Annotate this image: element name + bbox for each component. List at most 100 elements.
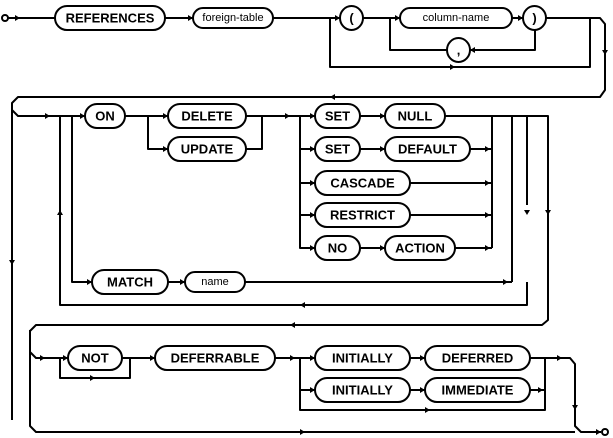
arrow-icon — [150, 355, 155, 361]
arrow-icon — [285, 113, 290, 119]
arrow-icon — [425, 407, 430, 413]
arrow-icon — [80, 113, 85, 119]
connector-line — [329, 18, 591, 68]
box-label: IMMEDIATE — [442, 383, 514, 398]
box-label: SET — [325, 109, 350, 124]
terminal-cascade: CASCADE — [314, 170, 411, 196]
arrow-icon — [485, 146, 490, 152]
arrow-icon — [310, 387, 315, 393]
connector-line — [29, 351, 68, 359]
box-label: DEFERRED — [442, 351, 514, 366]
arrow-icon — [310, 355, 315, 361]
arrow-icon — [310, 245, 315, 251]
arrow-icon — [380, 146, 385, 152]
terminal-initially2: INITIALLY — [314, 377, 411, 403]
arrow-icon — [310, 113, 315, 119]
terminal-restrict: RESTRICT — [314, 202, 411, 228]
arrow-icon — [188, 15, 193, 21]
arrow-icon — [9, 260, 15, 265]
arrow-icon — [15, 15, 20, 21]
box-label: NO — [328, 241, 348, 256]
arrow-icon — [518, 15, 523, 21]
arrow-icon — [602, 50, 608, 55]
arrow-icon — [163, 146, 168, 152]
box-label: , — [457, 43, 461, 58]
box-label: DEFAULT — [398, 142, 457, 157]
terminal-action: ACTION — [384, 235, 456, 261]
terminal-deferred: DEFERRED — [424, 345, 531, 371]
arrow-icon — [380, 113, 385, 119]
box-label: column-name — [423, 12, 490, 24]
arrow-icon — [450, 64, 455, 70]
arrow-icon — [335, 15, 340, 21]
connector-line — [11, 17, 606, 420]
terminal-delete: DELETE — [167, 103, 247, 129]
arrow-icon — [470, 47, 475, 53]
terminal-set1: SET — [314, 103, 361, 129]
arrow-icon — [524, 210, 530, 215]
connector-line — [492, 115, 513, 282]
arrow-icon — [90, 375, 95, 381]
arrow-icon — [180, 279, 185, 285]
arrow-icon — [300, 429, 305, 435]
arrow-icon — [503, 279, 508, 285]
arrow-icon — [395, 15, 400, 21]
box-label: ( — [349, 11, 354, 26]
arrow-icon — [596, 429, 601, 435]
arrow-icon — [380, 245, 385, 251]
arrow-icon — [87, 279, 92, 285]
arrow-icon — [485, 212, 490, 218]
arrow-icon — [557, 355, 562, 361]
arrow-icon — [485, 180, 490, 186]
terminal-set2: SET — [314, 136, 361, 162]
box-label: RESTRICT — [330, 208, 395, 223]
box-label: INITIALLY — [332, 351, 393, 366]
terminal-immediate: IMMEDIATE — [424, 377, 531, 403]
arrow-icon — [545, 210, 551, 215]
box-label: NULL — [398, 109, 433, 124]
arrow-icon — [40, 355, 45, 361]
connector-line — [29, 330, 575, 433]
arrow-icon — [485, 245, 490, 251]
terminal-update: UPDATE — [167, 136, 247, 162]
terminal-match: MATCH — [91, 269, 169, 295]
arrow-icon — [45, 113, 50, 119]
box-label: REFERENCES — [66, 11, 155, 26]
terminal-on: ON — [84, 103, 126, 129]
box-label: ) — [532, 11, 536, 26]
arrow-icon — [310, 180, 315, 186]
connector-line — [512, 115, 528, 205]
start-icon — [1, 14, 9, 22]
connector-line — [71, 116, 92, 283]
box-label: DEFERRABLE — [171, 351, 260, 366]
terminal-default: DEFAULT — [384, 136, 471, 162]
box-label: ACTION — [395, 241, 445, 256]
arrow-icon — [330, 94, 335, 100]
terminal-open-paren: ( — [339, 5, 364, 31]
arrow-icon — [57, 210, 63, 215]
connector-line — [246, 115, 263, 150]
box-label: foreign-table — [202, 12, 263, 24]
connector-line — [11, 109, 85, 117]
nonterminal-name: name — [184, 271, 246, 293]
arrow-icon — [310, 212, 315, 218]
end-icon — [601, 428, 609, 436]
box-label: CASCADE — [330, 176, 395, 191]
connector-line — [147, 116, 168, 150]
connector-line — [299, 358, 546, 411]
box-label: SET — [325, 142, 350, 157]
nonterminal-column-name: column-name — [399, 7, 513, 29]
terminal-no: NO — [314, 235, 361, 261]
terminal-null: NULL — [384, 103, 446, 129]
arrow-icon — [420, 355, 425, 361]
box-label: UPDATE — [181, 142, 234, 157]
terminal-initially1: INITIALLY — [314, 345, 411, 371]
connector-line — [389, 18, 447, 51]
box-label: NOT — [81, 351, 109, 366]
connector-line — [530, 357, 601, 433]
connector-line — [29, 115, 549, 332]
terminal-comma: , — [446, 37, 471, 63]
nonterminal-foreign-table: foreign-table — [192, 7, 274, 29]
arrow-icon — [63, 355, 68, 361]
